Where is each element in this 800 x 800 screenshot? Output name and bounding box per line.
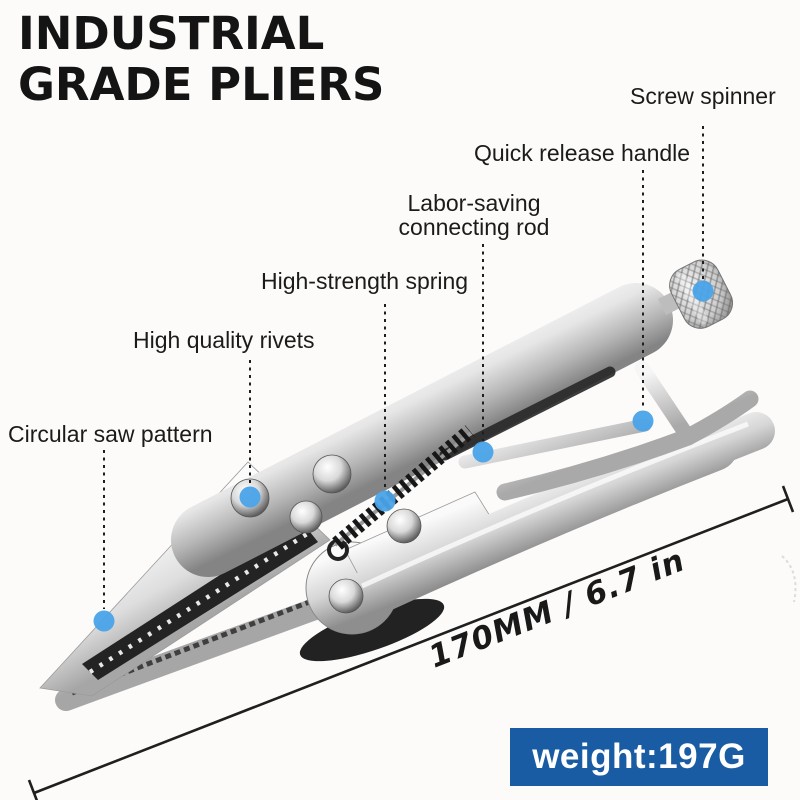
- weight-badge-label: weight:197G: [532, 737, 746, 776]
- rivet: [289, 500, 323, 534]
- callout-label-connecting-rod-line2: connecting rod: [398, 214, 550, 240]
- rivet: [312, 454, 352, 494]
- callout-label-quick-release: Quick release handle: [474, 140, 691, 166]
- callout-dot-screw-spinner: [692, 280, 714, 302]
- callout-dot-rivets: [239, 486, 261, 508]
- callout-dot-saw-pattern: [93, 610, 115, 632]
- upper-handle-bar: [171, 283, 673, 577]
- callout-label-saw-pattern: Circular saw pattern: [8, 421, 213, 447]
- dimension-main-line: [33, 497, 789, 795]
- release-lever-fork-left: [634, 360, 696, 445]
- connecting-rod: [458, 418, 652, 469]
- page-title: INDUSTRIAL GRADE PLIERS: [18, 8, 384, 110]
- release-lever-fork-right: [679, 390, 759, 446]
- pliers-illustration: [39, 259, 797, 711]
- rivets: [230, 454, 422, 614]
- lower-handle: [332, 423, 738, 624]
- coil-spring: [332, 425, 475, 550]
- dimension-line: [27, 485, 795, 800]
- lower-jaw-serration: [71, 588, 339, 696]
- callout-label-spring: High-strength spring: [261, 268, 469, 294]
- callout-dots: [93, 280, 714, 632]
- callout-dot-spring: [374, 490, 396, 512]
- lower-handle-tip: [689, 412, 775, 469]
- callout-dot-connecting-rod: [472, 441, 494, 463]
- page-title-line2: GRADE PLIERS: [18, 58, 385, 111]
- pivot-shadow: [299, 598, 445, 662]
- page-title-line1: INDUSTRIAL: [18, 7, 325, 60]
- release-lever-arm: [496, 428, 697, 501]
- lower-handle-highlight: [360, 421, 749, 589]
- rivet: [328, 578, 364, 614]
- callout-label-screw-spinner: Screw spinner: [630, 83, 776, 109]
- faint-edge-mark: [781, 555, 797, 603]
- dimension-tick-right: [781, 485, 795, 513]
- callout-label-connecting-rod: Labor-saving connecting rod: [364, 191, 584, 239]
- rivet: [386, 508, 422, 544]
- weight-badge: weight:197G: [510, 728, 768, 786]
- upper-handle-slot: [439, 366, 616, 461]
- callout-leaders: [103, 126, 704, 609]
- callout-dot-quick-release: [632, 410, 654, 432]
- dimension-tick-left: [27, 779, 39, 800]
- handle-tube: [589, 294, 673, 357]
- callout-label-connecting-rod-line1: Labor-saving: [407, 190, 541, 216]
- callout-label-rivets: High quality rivets: [133, 327, 315, 353]
